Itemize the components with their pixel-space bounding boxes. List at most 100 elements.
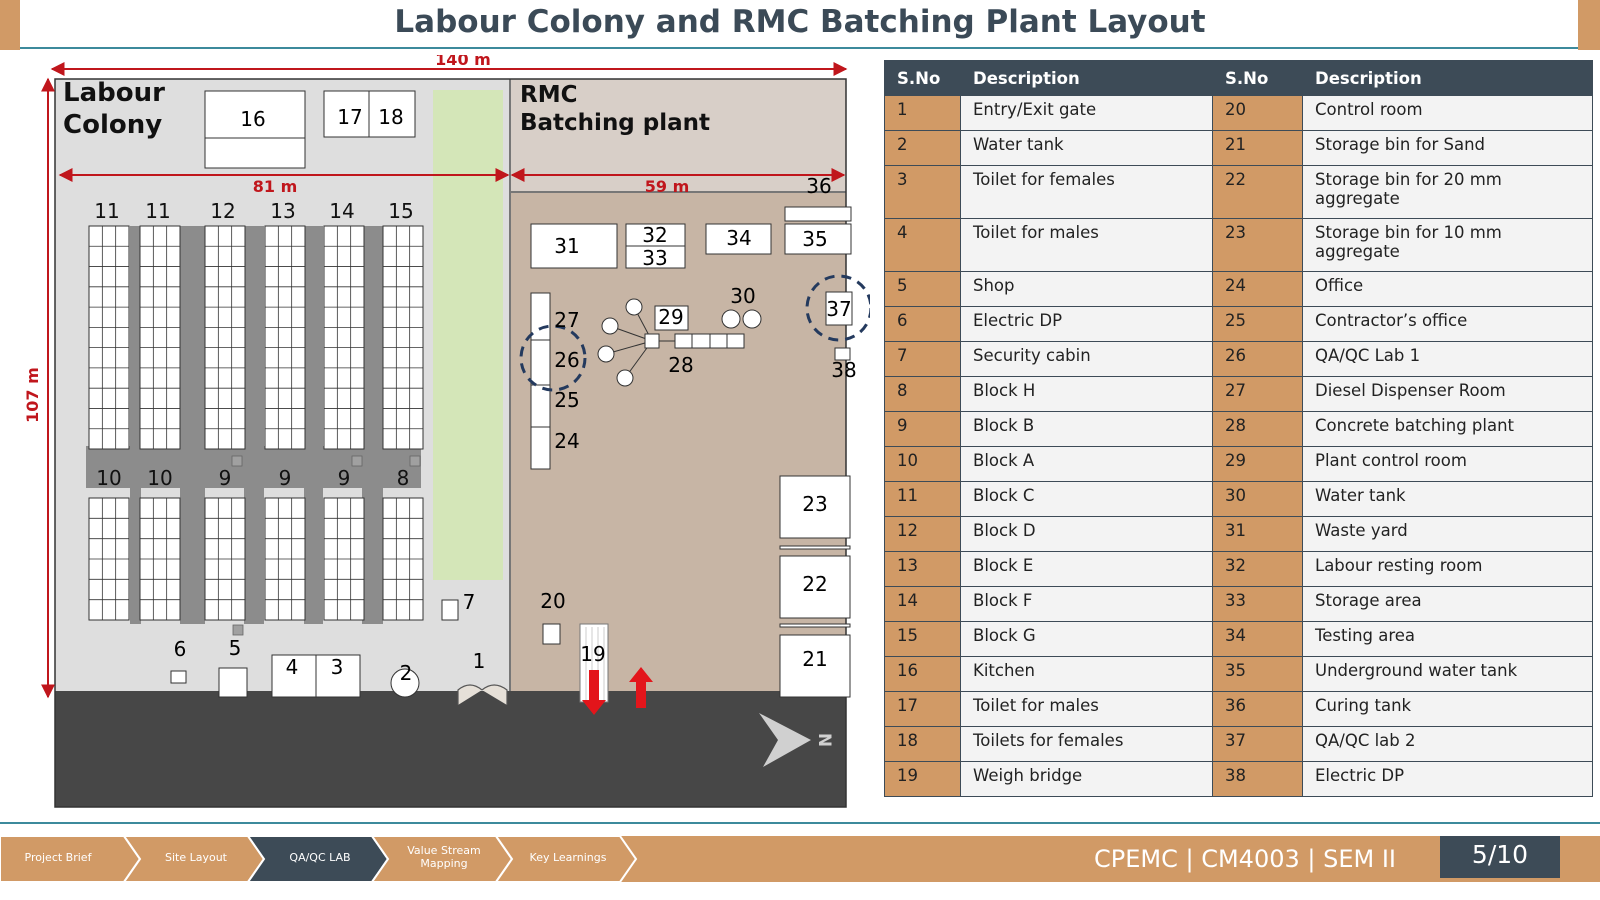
label-35: 35 (802, 227, 827, 251)
legend-description: Toilet for females (960, 165, 1213, 219)
header-sno: S.No (884, 60, 961, 96)
dormitory-block (323, 225, 365, 450)
legend-sno: 18 (884, 726, 961, 762)
legend-description: Block C (960, 481, 1213, 517)
water-tank-30a (721, 309, 741, 329)
concrete-batching-plant (597, 298, 745, 387)
nav-label-2[interactable]: QA/QC LAB (289, 851, 351, 864)
legend-description: QA/QC lab 2 (1302, 726, 1593, 762)
legend-sno: 29 (1212, 446, 1303, 482)
exit-arrow-icon (582, 670, 606, 715)
legend-sno: 2 (884, 130, 961, 166)
legend-description: Underground water tank (1302, 656, 1593, 692)
site-layout-svg: Labour Colony RMC Batching plant 140 m 1… (23, 50, 873, 808)
legend-sno: 20 (1212, 95, 1303, 131)
legend-description: Block E (960, 551, 1213, 587)
block-number: 12 (210, 199, 235, 223)
legend-sno: 6 (884, 306, 961, 342)
legend-description: Toilet for males (960, 691, 1213, 727)
legend-description: Toilet for males (960, 218, 1213, 272)
legend-description: Storage area (1302, 586, 1593, 622)
dimension-labour-width: 81 m (253, 177, 298, 196)
legend-sno: 31 (1212, 516, 1303, 552)
storage-bin-20mm (779, 555, 851, 619)
rmc-title-line1: RMC (520, 82, 577, 108)
legend-description: Water tank (960, 130, 1213, 166)
nav-step-1[interactable] (122, 836, 266, 882)
legend-description: QA/QC Lab 1 (1302, 341, 1593, 377)
dormitory-block (323, 497, 365, 621)
water-tank (390, 668, 420, 698)
legend-sno: 21 (1212, 130, 1303, 166)
dormitory-block (139, 225, 181, 450)
nav-label-0[interactable]: Project Brief (24, 851, 92, 864)
legend-sno: 7 (884, 341, 961, 377)
legend-sno: 28 (1212, 411, 1303, 447)
label-24: 24 (554, 429, 579, 453)
label-1: 1 (473, 649, 486, 673)
legend-sno: 35 (1212, 656, 1303, 692)
electric-dp-icon (409, 455, 421, 467)
legend-description: Waste yard (1302, 516, 1593, 552)
nav-step-4[interactable] (494, 836, 638, 882)
legend-sno: 4 (884, 218, 961, 272)
block-number: 9 (279, 466, 292, 490)
title-accent-right (1578, 0, 1600, 50)
legend-sno: 32 (1212, 551, 1303, 587)
page-title: Labour Colony and RMC Batching Plant Lay… (394, 4, 1206, 40)
legend-description: Weigh bridge (960, 761, 1213, 797)
label-16: 16 (240, 107, 265, 131)
legend-description: Concrete batching plant (1302, 411, 1593, 447)
block-number: 8 (397, 466, 410, 490)
nav-label-4[interactable]: Key Learnings (529, 851, 607, 864)
electric-dp (170, 670, 187, 684)
nav-step-2[interactable] (246, 836, 390, 882)
dormitory-block (264, 225, 306, 450)
qa-qc-lab-2 (825, 291, 853, 326)
plant-control-room (654, 305, 689, 331)
legend-sno: 30 (1212, 481, 1303, 517)
nav-step-3[interactable] (370, 836, 514, 882)
dormitory-block (88, 225, 130, 450)
legend-sno: 16 (884, 656, 961, 692)
course-label: CPEMC | CM4003 | SEM II (1094, 845, 1396, 873)
label-37: 37 (826, 297, 851, 321)
offices-24-27 (530, 292, 551, 470)
label-38: 38 (831, 358, 856, 382)
dimension-total-height: 107 m (23, 367, 42, 423)
nav-label-3[interactable]: Value Stream Mapping (407, 844, 481, 870)
control-room (542, 623, 561, 645)
legend-sno: 3 (884, 165, 961, 219)
qa-qc-lab-1-highlight (519, 324, 587, 392)
aisle (304, 226, 323, 624)
block-number: 13 (270, 199, 295, 223)
block-number: 14 (329, 199, 354, 223)
label-17: 17 (337, 105, 362, 129)
label-4: 4 (286, 655, 299, 679)
label-36: 36 (806, 174, 831, 198)
label-32: 32 (642, 223, 667, 247)
breadcrumb-labels: Project Brief Site Layout QA/QC LAB Value S… (0, 836, 660, 882)
legend-sno: 15 (884, 621, 961, 657)
legend-sno: 9 (884, 411, 961, 447)
legend-description: Block B (960, 411, 1213, 447)
legend-description: Water tank (1302, 481, 1593, 517)
legend-sno: 19 (884, 761, 961, 797)
legend-description: Electric DP (960, 306, 1213, 342)
label-31: 31 (554, 234, 579, 258)
footer-line (0, 822, 1600, 824)
label-19: 19 (580, 642, 605, 666)
legend-sno: 33 (1212, 586, 1303, 622)
nav-label-1[interactable]: Site Layout (164, 851, 227, 864)
legend-sno: 27 (1212, 376, 1303, 412)
electric-dp-icon (351, 455, 363, 467)
legend-description: Shop (960, 271, 1213, 307)
north-arrow-icon (759, 713, 811, 767)
dormitory-block (139, 497, 181, 621)
rmc-title-line2: Batching plant (520, 110, 710, 136)
